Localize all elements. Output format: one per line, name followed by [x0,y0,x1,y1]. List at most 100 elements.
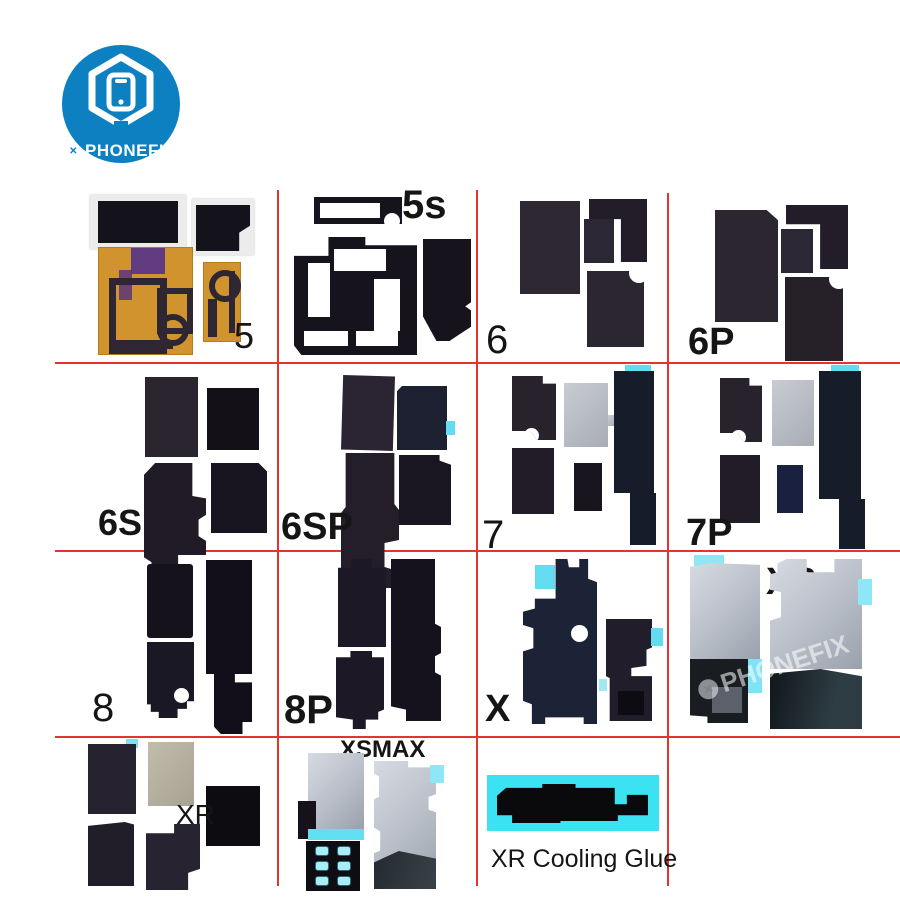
heatsink-sticker-stepped [146,824,200,890]
model-label-6s: 6S [98,502,143,543]
heatsink-sticker-leg [839,499,865,549]
heatsink-sticker-leg [630,493,656,545]
cell-iphone-xr: XR [60,737,278,900]
graphite-sticker-bottom [770,669,862,729]
model-label-x: X [485,688,511,730]
cell-iphone-xs: XS ✕ PHONEFIX [668,551,900,737]
metal-shield-plate [148,742,194,806]
grid-line-horizontal-2 [55,550,900,552]
hexagon-phone-icon [88,53,154,131]
logo-wordmark: ✕ PHONEFIX [62,141,180,161]
cyan-pull-tab [748,659,762,693]
model-label-7: 7 [482,513,505,557]
heatsink-sticker-tall [614,371,654,493]
heatsink-sticker [147,564,193,638]
cell-iphone-x: X [477,551,668,737]
cyan-pull-tab [308,829,364,840]
x-circle-icon: ✕ [66,143,82,159]
grid-line-vertical-2 [476,190,478,886]
gold-flex-sticker-small [203,262,241,342]
heatsink-sticker [98,201,178,243]
heatsink-sticker [207,388,259,450]
cell-iphone-6: 6 [477,185,668,362]
cyan-pull-tab [430,765,444,783]
heatsink-sticker [211,463,267,533]
heatsink-sticker [715,210,778,322]
heatsink-sticker [399,455,451,525]
heatsink-sticker-small [574,463,602,511]
heatsink-sticker-stepped [147,642,194,718]
cell-iphone-7p: 7P [668,363,900,554]
brand-name: PHONEFIX [85,141,176,160]
cyan-pull-tab [535,565,555,589]
grid-line-horizontal-3 [55,736,900,738]
model-label-8: 8 [92,686,115,730]
heatsink-sticker [720,455,760,523]
heatsink-sticker [512,448,554,514]
gold-flex-sticker [98,247,193,355]
cell-iphone-6s: 6S [60,363,278,581]
metal-shield-plate [564,383,608,447]
connector-plate [306,841,360,891]
cyan-pull-tab [625,365,651,376]
cyan-pull-tab [831,365,859,376]
graphite-sticker-bottom [690,659,748,723]
heatsink-sticker [341,375,395,451]
heatsink-sticker [88,744,136,814]
cell-xr-cooling-glue: XR Cooling Glue [477,737,677,900]
cell-iphone-8p: 8P [278,551,477,737]
cell-iphone-5s: 5s [278,185,477,362]
heatsink-sticker-tall [391,559,441,721]
heatsink-sticker [587,263,649,347]
phonefix-logo: ✕ PHONEFIX [62,45,180,163]
model-label-7p: 7P [686,512,733,554]
model-label-8p: 8P [284,688,333,732]
heatsink-sticker-tall [206,560,252,674]
grid-line-vertical-3 [667,193,669,886]
heatsink-sticker [88,822,134,886]
cyan-pull-tab [446,421,455,435]
label-xr-cooling-glue: XR Cooling Glue [491,845,678,873]
heatsink-sticker [520,201,580,294]
model-label-xr: XR [176,799,215,830]
model-label-6: 6 [486,318,509,362]
graphite-sticker-top [690,563,760,659]
graphite-sticker-top [770,559,862,669]
heatsink-sticker-side [606,619,652,721]
cell-iphone-5: 5 [60,185,278,362]
cell-iphone-xsmax: XSMAX [278,737,477,900]
heatsink-sticker [206,786,260,846]
heatsink-sticker-leg [214,674,252,734]
heatsink-sticker [785,269,849,361]
cyan-pull-tab [858,579,872,605]
cyan-pull-tab [651,628,663,646]
heatsink-sticker [145,377,198,457]
heatsink-sticker-small [781,229,813,273]
heatsink-sticker-side [423,239,471,341]
heatsink-sticker [397,386,447,450]
metal-shield-plate [772,380,814,446]
heatsink-sticker-main [294,237,417,355]
heatsink-sticker [336,651,384,729]
heatsink-sticker [338,559,386,647]
cyan-pull-tab-small [126,739,138,748]
model-label-5s: 5s [402,183,447,227]
metal-shield-tab [608,415,614,426]
model-label-6p: 6P [688,321,735,363]
cell-iphone-6sp: 6SP [278,363,477,603]
model-label-5: 5 [234,315,255,356]
heatsink-sticker [720,378,762,442]
cell-iphone-6p: 6P [668,185,900,362]
grid-line-vertical-1 [277,190,279,886]
heatsink-sticker-tall [819,371,861,499]
heatsink-sticker [512,376,556,440]
cell-iphone-7: 7 [477,363,668,555]
cyan-pull-tab-small [599,679,607,691]
heatsink-sticker-small [584,219,614,263]
graphite-sticker-top [308,753,364,829]
cell-iphone-8: 8 [60,551,278,737]
model-label-6sp: 6SP [281,506,353,548]
heatsink-sticker-small [777,465,803,513]
heatsink-sticker-bar [314,197,402,229]
